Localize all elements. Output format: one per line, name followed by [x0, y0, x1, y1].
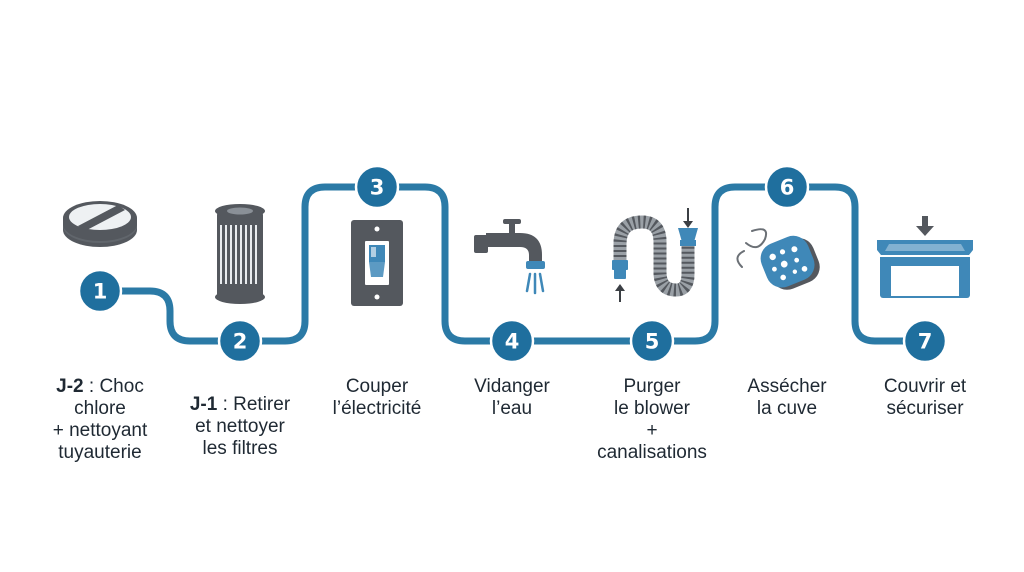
label-line: l’eau: [491, 398, 533, 419]
label-line: Assécher: [747, 376, 827, 397]
step-1-marker: 1: [77, 268, 123, 314]
label-line: la cuve: [756, 398, 818, 419]
label-line: le blower: [613, 398, 691, 419]
label-day-prefix: J-2: [56, 376, 84, 397]
step-2-marker: 2: [217, 318, 263, 364]
flexible-hose-icon: [612, 208, 698, 302]
step-number: 7: [918, 330, 933, 354]
process-path: [96, 183, 929, 345]
label-line: + nettoyant: [52, 420, 148, 441]
label-line: canalisations: [597, 442, 707, 463]
step-3-marker: 3: [354, 164, 400, 210]
step-number: 6: [780, 176, 795, 200]
step-6-marker: 6: [764, 164, 810, 210]
step-circle: [764, 164, 810, 210]
water-tap-icon: [474, 219, 545, 295]
step-circle: [902, 318, 948, 364]
step-number: 4: [505, 330, 520, 354]
label-line: tuyauterie: [58, 442, 142, 463]
label-line: Couper: [345, 376, 409, 397]
step-circle: [77, 268, 123, 314]
step-number: 5: [645, 330, 660, 354]
step-circle: [354, 164, 400, 210]
step-circle: [629, 318, 675, 364]
step-4-marker: 4: [489, 318, 535, 364]
label-line: et nettoyer: [195, 416, 285, 437]
label-line: Vidanger: [474, 376, 550, 397]
label-day-prefix: J-1: [189, 394, 218, 415]
step-circles: 1 2 3 4 5 6 7: [77, 164, 948, 364]
label-line: J-1 : Retirer: [189, 394, 291, 415]
step-circle: [217, 318, 263, 364]
label-line: sécuriser: [886, 398, 964, 419]
label-line: Couvrir et: [883, 376, 967, 397]
step-7-marker: 7: [902, 318, 948, 364]
label-line: Purger: [623, 376, 681, 397]
step-number: 1: [93, 280, 108, 304]
step-number: 3: [370, 176, 385, 200]
label-line: +: [646, 420, 658, 441]
spa-cover-icon: [877, 216, 973, 298]
label-line: les filtres: [202, 438, 278, 459]
power-switch-icon: [351, 220, 403, 306]
label-line: chlore: [74, 398, 126, 419]
step-5-marker: 5: [629, 318, 675, 364]
chlorine-tablet-icon: [63, 201, 137, 247]
step-number: 2: [233, 330, 248, 354]
sponge-icon: [736, 228, 820, 290]
label-line: J-2 : Choc: [56, 376, 144, 397]
cartridge-filter-icon: [215, 204, 265, 304]
step-circle: [489, 318, 535, 364]
label-line: l’électricité: [332, 398, 422, 419]
